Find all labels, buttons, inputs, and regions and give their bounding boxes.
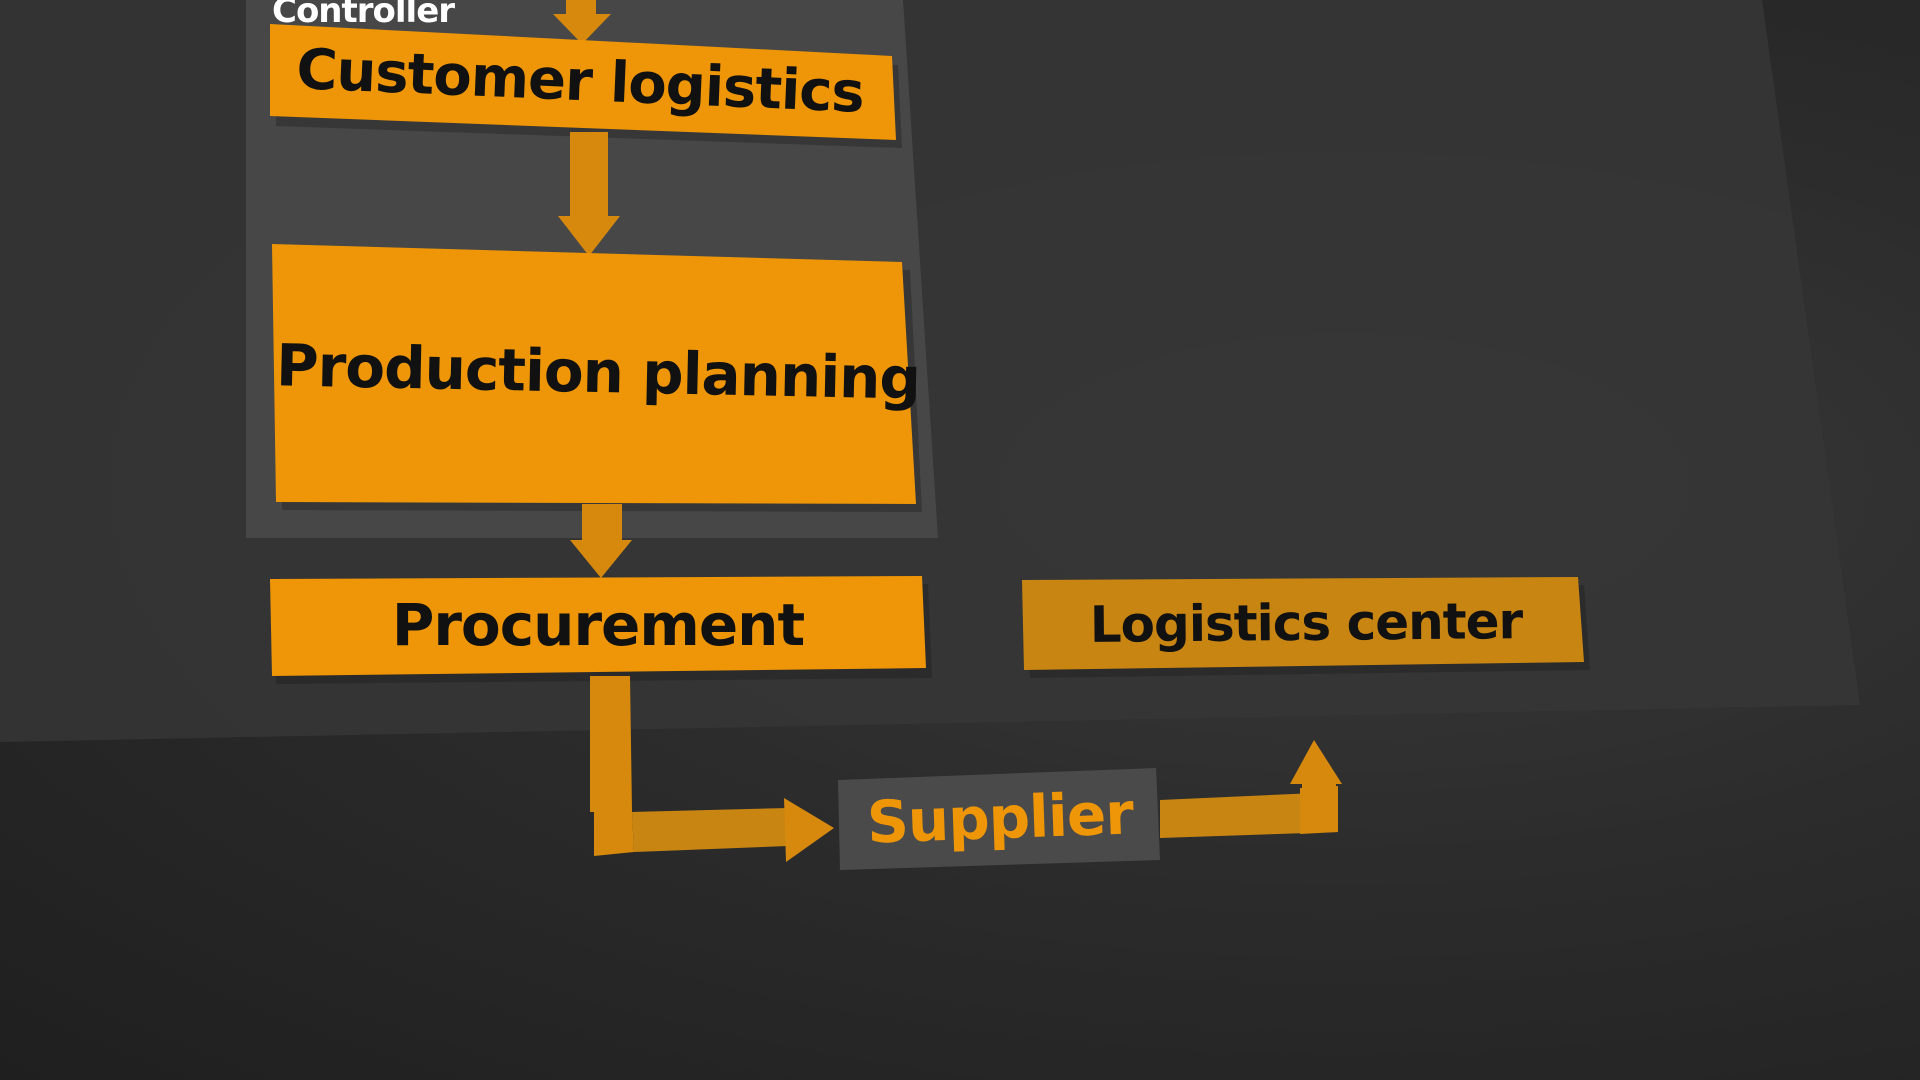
arrow-supplier-to-logistics-center bbox=[1160, 740, 1342, 838]
arrow-procurement-to-supplier bbox=[590, 676, 834, 862]
node-supplier: Supplier bbox=[838, 768, 1160, 870]
arrow-production-to-procurement bbox=[570, 504, 632, 578]
arrow-into-customer-logistics bbox=[553, 0, 611, 44]
production-planning-label: Production planning bbox=[275, 331, 920, 412]
node-logistics-center: Logistics center bbox=[1022, 577, 1590, 678]
procurement-label: Procurement bbox=[392, 591, 805, 659]
node-procurement: Procurement bbox=[270, 576, 932, 684]
node-customer-logistics: Customer logistics bbox=[270, 24, 902, 148]
supplier-label: Supplier bbox=[866, 779, 1135, 856]
node-production-planning: Production planning bbox=[272, 244, 922, 512]
arrow-customer-to-production bbox=[558, 132, 620, 256]
logistics-center-label: Logistics center bbox=[1090, 592, 1524, 654]
